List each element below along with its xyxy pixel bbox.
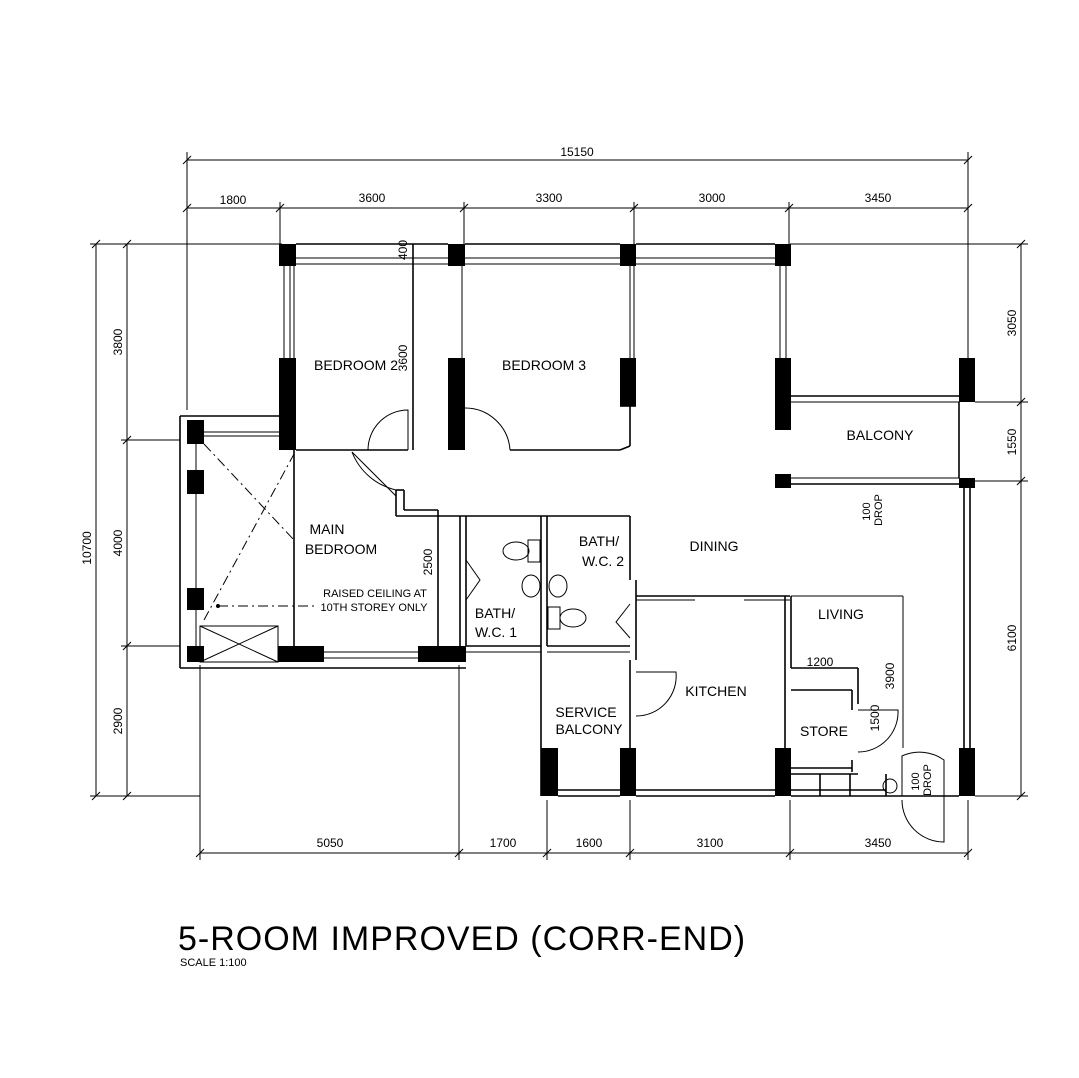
dim-left-1: 3800 bbox=[111, 328, 125, 355]
top-dimensions: 15150 1800 3600 3300 3000 3450 bbox=[182, 145, 973, 410]
dim-overall-width: 15150 bbox=[560, 145, 594, 159]
dim-left-2: 4000 bbox=[111, 529, 125, 556]
top-ticks bbox=[182, 203, 973, 213]
drop-balcony-label: 100 DROP bbox=[861, 494, 885, 526]
title-block: 5-ROOM IMPROVED (CORR-END) SCALE 1:100 bbox=[178, 920, 746, 969]
dim-bottom-1: 5050 bbox=[317, 836, 344, 850]
dim-top-1: 1800 bbox=[220, 193, 247, 207]
dim-store-depth: 1500 bbox=[868, 704, 882, 731]
dim-overall-height: 10700 bbox=[80, 531, 94, 565]
label-bedroom-2: BEDROOM 2 bbox=[314, 357, 398, 373]
dim-living-depth: 3900 bbox=[883, 662, 897, 689]
note-raised-ceiling-1: RAISED CEILING AT bbox=[323, 588, 427, 600]
dim-top-2: 3600 bbox=[359, 191, 386, 205]
label-bath1-1: BATH/ bbox=[475, 605, 515, 621]
dim-store-width: 1200 bbox=[807, 655, 834, 669]
room-labels: BEDROOM 2 BEDROOM 3 BALCONY MAIN BEDROOM… bbox=[305, 357, 914, 739]
drop-entrance-value: 100 bbox=[910, 772, 922, 790]
left-dimensions: 10700 3800 4000 2900 bbox=[80, 239, 282, 801]
dim-bottom-4: 3100 bbox=[697, 836, 724, 850]
dim-left-3: 2900 bbox=[111, 707, 125, 734]
plan-scale: SCALE 1:100 bbox=[180, 957, 247, 969]
label-bath1-2: W.C. 1 bbox=[475, 624, 517, 640]
note-raised-ceiling-2: 10TH STOREY ONLY bbox=[321, 602, 429, 614]
sanitary-fixtures bbox=[502, 539, 587, 630]
label-kitchen: KITCHEN bbox=[685, 683, 746, 699]
label-bath2-2: W.C. 2 bbox=[582, 553, 624, 569]
dim-bay-window: 400 bbox=[396, 240, 410, 260]
plan-title: 5-ROOM IMPROVED (CORR-END) bbox=[178, 920, 746, 958]
walls bbox=[179, 243, 971, 797]
label-bedroom-3: BEDROOM 3 bbox=[502, 357, 586, 373]
internal-dimensions: 400 3600 2500 1200 1500 3900 100 DROP 10… bbox=[396, 240, 934, 796]
label-store: STORE bbox=[800, 723, 848, 739]
dim-bottom-3: 1600 bbox=[576, 836, 603, 850]
dim-top-3: 3300 bbox=[536, 191, 563, 205]
dim-main-bedroom-depth: 2500 bbox=[421, 548, 435, 575]
dim-top-5: 3450 bbox=[865, 191, 892, 205]
label-balcony: BALCONY bbox=[847, 427, 915, 443]
dim-bedroom2-depth: 3600 bbox=[396, 344, 410, 371]
bottom-dimensions: 5050 1700 1600 3100 3450 bbox=[195, 665, 973, 860]
label-bath2-1: BATH/ bbox=[579, 533, 619, 549]
label-living: LIVING bbox=[818, 606, 864, 622]
right-dimensions: 3050 1550 6100 bbox=[790, 239, 1028, 801]
label-service-1: SERVICE bbox=[555, 704, 616, 720]
dim-right-2: 1550 bbox=[1005, 428, 1019, 455]
label-main-bedroom-2: BEDROOM bbox=[305, 541, 377, 557]
dim-top-4: 3000 bbox=[699, 191, 726, 205]
dim-bottom-2: 1700 bbox=[490, 836, 517, 850]
drop-entrance-label: 100 DROP bbox=[910, 764, 934, 796]
drop-balcony-word: DROP bbox=[873, 494, 885, 526]
drop-balcony-value: 100 bbox=[861, 502, 873, 520]
dim-bottom-5: 3450 bbox=[865, 836, 892, 850]
doors bbox=[351, 407, 945, 843]
raised-ceiling-zone bbox=[203, 443, 318, 621]
label-main-bedroom-1: MAIN bbox=[310, 521, 345, 537]
drop-entrance-word: DROP bbox=[922, 764, 934, 796]
label-service-2: BALCONY bbox=[556, 721, 624, 737]
dim-right-3: 6100 bbox=[1005, 624, 1019, 651]
dim-right-1: 3050 bbox=[1005, 309, 1019, 336]
label-dining: DINING bbox=[690, 538, 739, 554]
